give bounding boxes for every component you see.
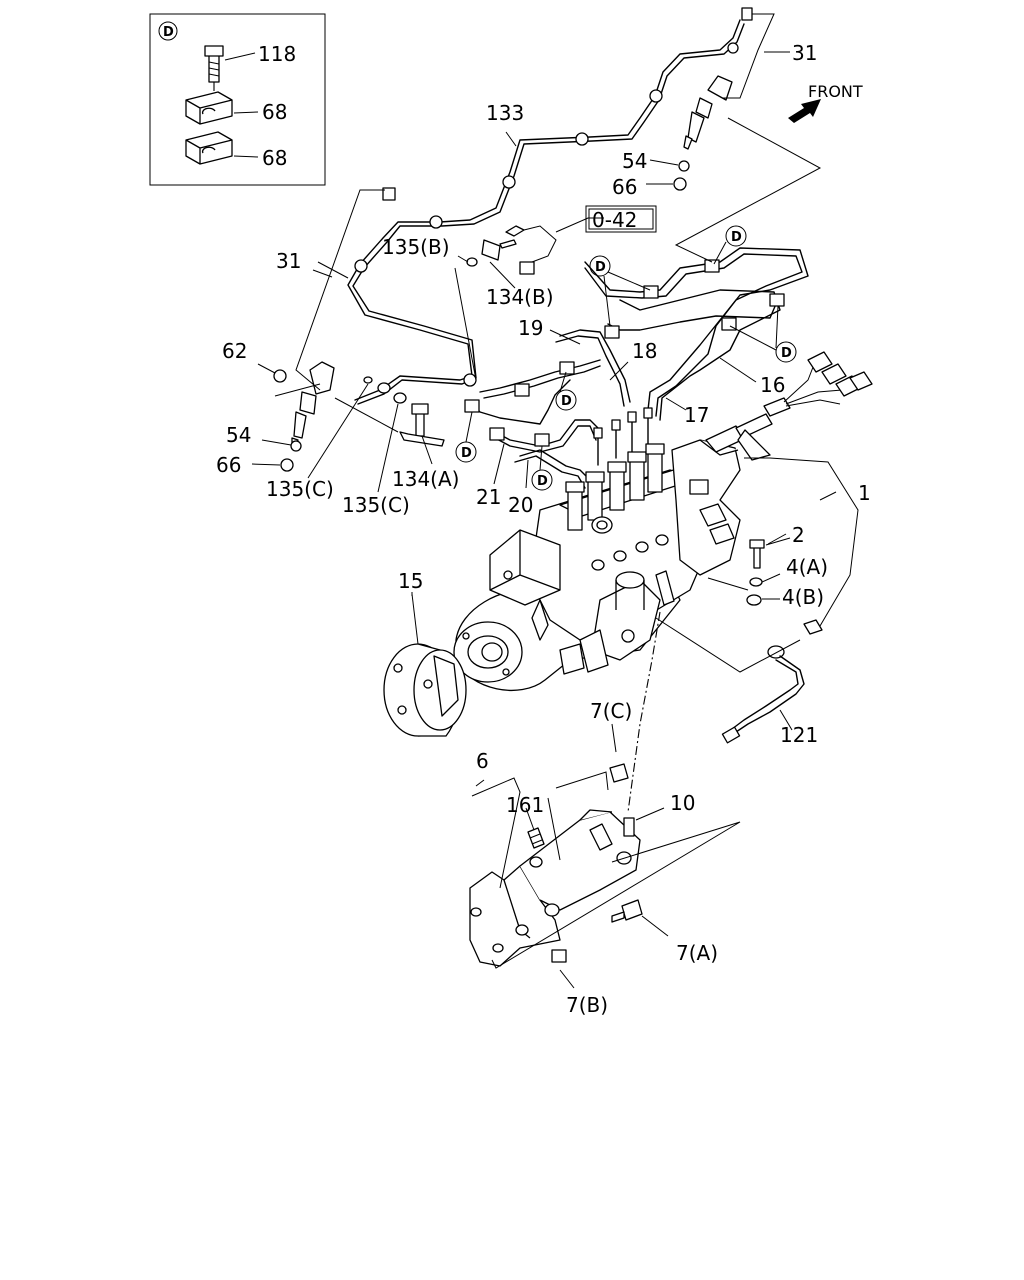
leader-lines <box>317 131 837 831</box>
label-4a: 4(A) <box>786 555 828 579</box>
label-135c-2: 135(C) <box>342 493 410 517</box>
label-54-top: 54 <box>622 149 647 173</box>
label-4b: 4(B) <box>782 585 824 609</box>
injection-nozzles <box>251 7 822 472</box>
detail-d-inset: D 118 68 68 <box>149 13 326 186</box>
fasteners-upper <box>307 217 604 493</box>
label-68-upper: 68 <box>262 100 287 124</box>
d-callout-1: D <box>725 225 747 247</box>
label-31-top: 31 <box>792 41 817 65</box>
pump-bracket <box>469 611 741 989</box>
label-15: 15 <box>398 569 423 593</box>
label-18: 18 <box>632 339 657 363</box>
label-7b: 7(B) <box>566 993 608 1017</box>
part-number-labels: 31 133 54 66 135(B) 134(B) 31 19 18 16 1… <box>216 41 871 1017</box>
label-7a: 7(A) <box>676 941 718 965</box>
label-134b: 134(B) <box>486 285 554 309</box>
bolts-washers-right <box>655 457 859 673</box>
label-6: 6 <box>476 749 489 773</box>
label-134a: 134(A) <box>392 467 459 491</box>
label-68-lower: 68 <box>262 146 287 170</box>
svg-text:D: D <box>461 446 472 461</box>
label-66-top: 66 <box>612 175 637 199</box>
svg-text:D: D <box>731 230 742 245</box>
detail-d-callouts: D D D D D D <box>455 225 797 491</box>
detail-d-marker: D <box>163 25 174 40</box>
reference-box-label: 0-42 <box>592 208 637 232</box>
label-17: 17 <box>684 403 709 427</box>
reference-box-0-42[interactable]: 0-42 <box>585 205 657 233</box>
label-66-left: 66 <box>216 453 241 477</box>
label-19: 19 <box>518 316 543 340</box>
label-121: 121 <box>780 723 818 747</box>
injection-pipes <box>347 19 809 489</box>
label-31-left: 31 <box>276 249 301 273</box>
svg-text:D: D <box>561 394 572 409</box>
front-arrow-icon <box>788 99 821 123</box>
front-direction-indicator: FRONT <box>788 82 863 123</box>
pump-coupling <box>383 593 467 737</box>
label-133: 133 <box>486 101 524 125</box>
label-20: 20 <box>508 493 533 517</box>
label-135b: 135(B) <box>382 235 450 259</box>
label-10: 10 <box>670 791 695 815</box>
label-135c-1: 135(C) <box>266 477 334 501</box>
label-21: 21 <box>476 485 501 509</box>
label-7c: 7(C) <box>590 699 632 723</box>
leak-off-pipe <box>721 619 823 744</box>
d-callout-5: D <box>455 441 477 463</box>
svg-text:D: D <box>595 260 606 275</box>
d-callout-4: D <box>555 389 577 411</box>
label-118: 118 <box>258 42 296 66</box>
label-16: 16 <box>760 373 785 397</box>
injection-pump-assembly <box>453 351 873 692</box>
svg-text:D: D <box>781 346 792 361</box>
svg-text:D: D <box>537 474 548 489</box>
label-54-left: 54 <box>226 423 251 447</box>
front-label: FRONT <box>808 82 863 101</box>
label-161: 161 <box>506 793 544 817</box>
label-2: 2 <box>792 523 805 547</box>
label-1: 1 <box>858 481 871 505</box>
d-callout-2: D <box>589 255 611 277</box>
label-62: 62 <box>222 339 247 363</box>
d-callout-3: D <box>775 341 797 363</box>
d-callout-6: D <box>531 469 553 491</box>
